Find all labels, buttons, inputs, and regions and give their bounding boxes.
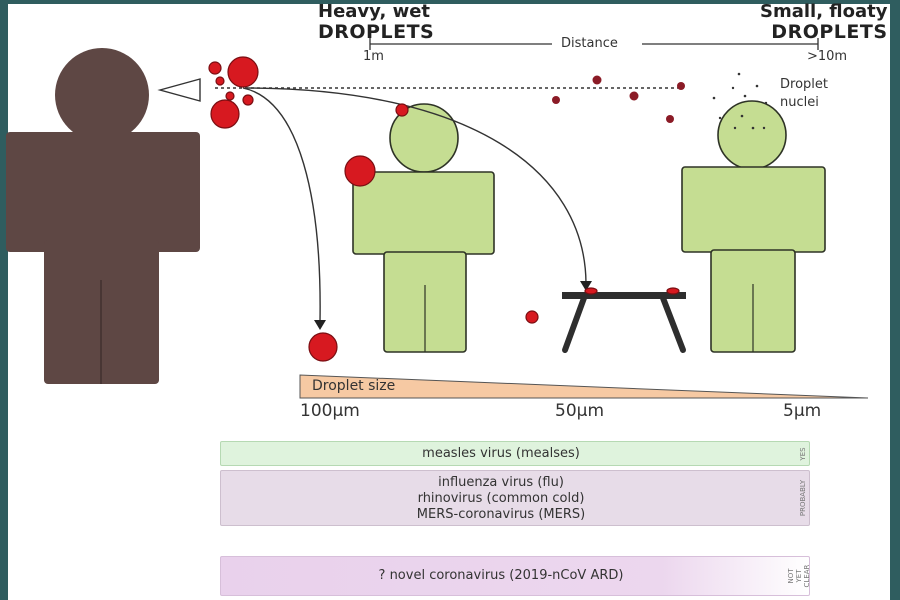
frame-left [0,0,8,600]
droplet-size-tick-5: 5µm [783,401,822,421]
table-leg-right [660,295,686,353]
droplet-on-person [344,155,376,187]
virus-influenza: influenza virus (flu) [438,475,564,490]
category-not-yet-clear-band: ? novel coronavirus (2019-nCoV ARD) NOT … [220,556,811,596]
infected-person-head [55,48,149,142]
droplet-large-4 [215,76,225,86]
droplet-nuclei-label: Droplet nuclei [780,76,828,112]
infected-person [6,48,200,384]
droplet-medium-1 [592,75,602,85]
droplet-nuclei [712,72,768,130]
table-leg-left [562,295,587,353]
category-yes-viruses: measles virus (mealses) [221,446,781,462]
virus-mers: MERS-coronavirus (MERS) [416,507,586,522]
droplet-medium-4 [629,91,639,101]
trajectory-short [242,87,321,323]
droplet-size-wedge [299,374,869,399]
droplet-table-right [666,287,680,295]
trajectory-medium-arrowhead [580,281,592,291]
distance-label: Distance [557,36,622,51]
virus-novel-coronavirus: ? novel coronavirus (2019-nCoV ARD) [378,568,624,583]
category-probably-tag: PROBABLY [799,479,807,517]
trajectory-short-arrowhead [314,320,326,330]
heading-heavy-droplets: Heavy, wet DROPLETS [318,1,435,43]
droplet-large-1 [227,56,259,88]
trajectories [215,87,678,323]
heading-heavy-line2: DROPLETS [318,21,435,43]
category-not-yet-clear-viruses: ? novel coronavirus (2019-nCoV ARD) [221,568,781,584]
heading-small-droplets: Small, floaty DROPLETS [760,1,888,43]
category-yes-tag: YES [799,446,807,461]
bystander-right-head [717,100,787,170]
category-probably-viruses: influenza virus (flu) rhinovirus (common… [221,475,781,523]
category-yes-band: measles virus (mealses) YES [220,441,810,466]
category-not-yet-clear-tag: NOT YET CLEAR [787,564,811,588]
droplet-table-left [584,287,598,295]
medium-droplets [552,75,685,123]
droplet-floor [308,332,338,362]
droplet-middle-head [395,103,409,117]
infected-person-torso [6,132,200,252]
frame-right [890,0,900,600]
frame-top [0,0,900,4]
bystander-right [681,100,826,353]
droplet-size-title: Droplet size [312,378,396,394]
category-probably-band: influenza virus (flu) rhinovirus (common… [220,470,810,526]
droplet-medium-5 [666,115,674,123]
distance-end-label: >10m [807,49,848,64]
breath-cone [157,78,201,102]
large-droplets [208,56,680,362]
droplet-falling [525,310,539,324]
droplet-large-3 [208,61,222,75]
virus-measles: measles virus (mealses) [422,446,580,461]
virus-rhinovirus: rhinovirus (common cold) [417,491,585,506]
table-top [562,292,686,299]
droplet-large-5 [225,91,235,101]
heading-heavy-line1: Heavy, wet [318,1,431,22]
droplet-large-6 [242,94,254,106]
droplet-large-2 [210,99,240,129]
distance-start-label: 1m [363,49,384,64]
droplet-size-tick-100: 100µm [300,401,360,421]
droplet-size-tick-50: 50µm [555,401,605,421]
bystander-middle [352,103,495,353]
table [562,292,686,353]
droplet-nuclei-label-line1: Droplet [780,77,828,92]
heading-small-line2: DROPLETS [771,21,888,43]
bystander-middle-torso [352,171,495,255]
bystander-right-torso [681,166,826,253]
droplet-medium-2 [677,82,685,90]
droplet-nuclei-label-line2: nuclei [780,95,819,110]
droplet-medium-3 [552,96,560,104]
trajectory-medium [244,87,587,284]
heading-small-line1: Small, floaty [760,1,888,22]
